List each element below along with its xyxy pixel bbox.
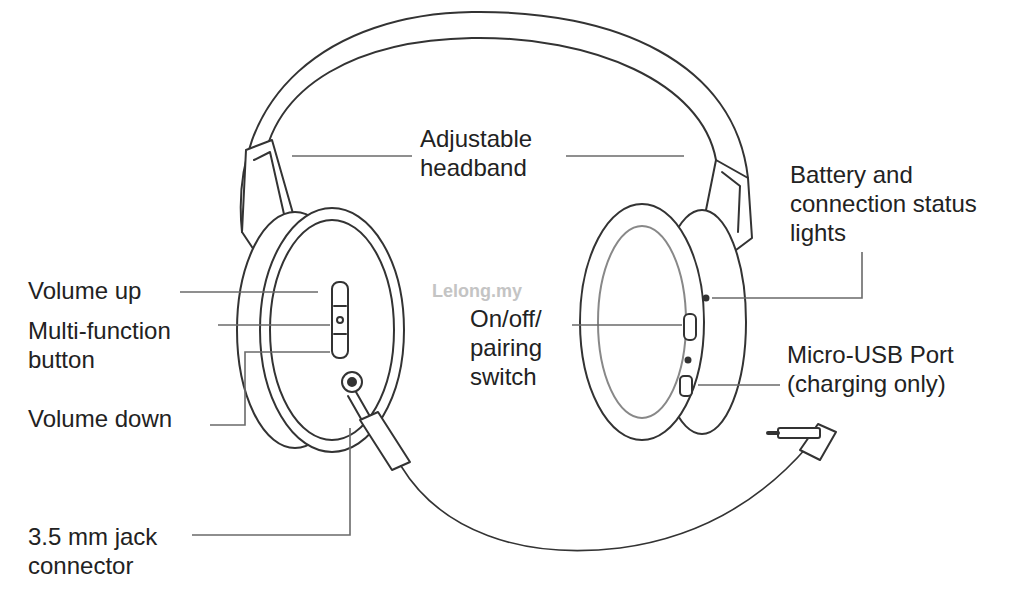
right-cushion xyxy=(580,204,704,440)
leader-line xyxy=(572,324,682,326)
part-label: Multi-function button xyxy=(28,316,208,374)
plug-tip xyxy=(768,431,778,435)
headband-outer xyxy=(241,12,748,232)
part-label: On/off/ pairing switch xyxy=(470,304,570,391)
leader-line xyxy=(698,384,780,386)
yoke-detail xyxy=(722,172,740,232)
leader-line xyxy=(566,155,684,157)
usb-port xyxy=(680,376,692,396)
audio-cable xyxy=(401,446,808,551)
button-dot xyxy=(337,317,343,323)
part-label: Volume down xyxy=(28,404,208,433)
leader-line xyxy=(218,324,330,326)
leader-lines xyxy=(180,156,862,535)
status-light xyxy=(704,296,709,301)
part-label: 3.5 mm jack connector xyxy=(28,522,198,580)
watermark: Lelong.my xyxy=(432,280,542,302)
power-switch xyxy=(684,314,696,340)
jack-hole xyxy=(348,378,356,386)
left-earcup xyxy=(260,208,404,452)
leader-line xyxy=(192,428,350,535)
button-divider xyxy=(334,333,346,335)
plug-sleeve xyxy=(778,428,820,438)
part-label: Battery and connection status lights xyxy=(790,160,1015,247)
leader-line xyxy=(180,291,318,293)
button-strip xyxy=(332,282,348,358)
jack-socket xyxy=(342,372,362,392)
left-earcup-rim xyxy=(270,220,394,440)
button-divider xyxy=(334,305,346,307)
part-label: Adjustable headband xyxy=(420,124,570,182)
leader-line xyxy=(712,252,862,298)
status-light xyxy=(686,358,691,363)
leader-line xyxy=(292,155,412,157)
part-label: Micro-USB Port (charging only) xyxy=(787,340,997,398)
right-cushion-inner xyxy=(598,226,686,418)
leader-line xyxy=(210,352,330,425)
part-label: Volume up xyxy=(28,276,188,305)
plug-body xyxy=(360,412,410,470)
